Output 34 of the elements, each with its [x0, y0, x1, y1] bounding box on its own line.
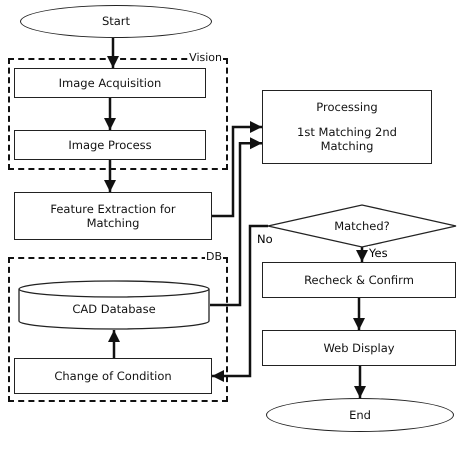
arrow	[107, 38, 119, 68]
edge-label: Yes	[368, 246, 389, 260]
process-box	[262, 90, 432, 164]
node-text: Image Process	[67, 138, 153, 152]
node-text: Start	[100, 14, 132, 29]
arrow	[356, 247, 368, 262]
process-box	[262, 262, 456, 298]
arrow	[212, 121, 262, 218]
group-label: Vision	[188, 51, 223, 64]
process-box	[14, 358, 212, 394]
node-text: Recheck & Confirm	[303, 272, 415, 288]
arrow	[212, 224, 268, 382]
arrow	[108, 330, 120, 358]
arrow	[354, 366, 366, 398]
edge-label: No	[256, 232, 274, 246]
process-box	[14, 68, 206, 98]
node-text: End	[348, 408, 372, 422]
arrow	[104, 160, 116, 192]
node-text: Change of Condition	[53, 368, 173, 384]
process-box	[14, 192, 212, 240]
node-text: Image Acquisition	[58, 76, 162, 90]
arrow	[353, 298, 365, 330]
arrow	[104, 98, 116, 130]
group-label: DB	[204, 250, 223, 263]
arrow	[210, 137, 262, 306]
process-box	[14, 130, 206, 160]
node-text: Processing	[315, 100, 379, 115]
node-text: Feature Extraction for Matching	[49, 202, 177, 230]
node-text: Web Display	[322, 340, 396, 356]
database-cylinder	[18, 280, 210, 330]
process-box	[262, 330, 456, 366]
node-text: 1st Matching 2nd Matching	[296, 124, 398, 154]
node-text: CAD Database	[71, 302, 157, 316]
node-text: Matched?	[333, 218, 391, 234]
